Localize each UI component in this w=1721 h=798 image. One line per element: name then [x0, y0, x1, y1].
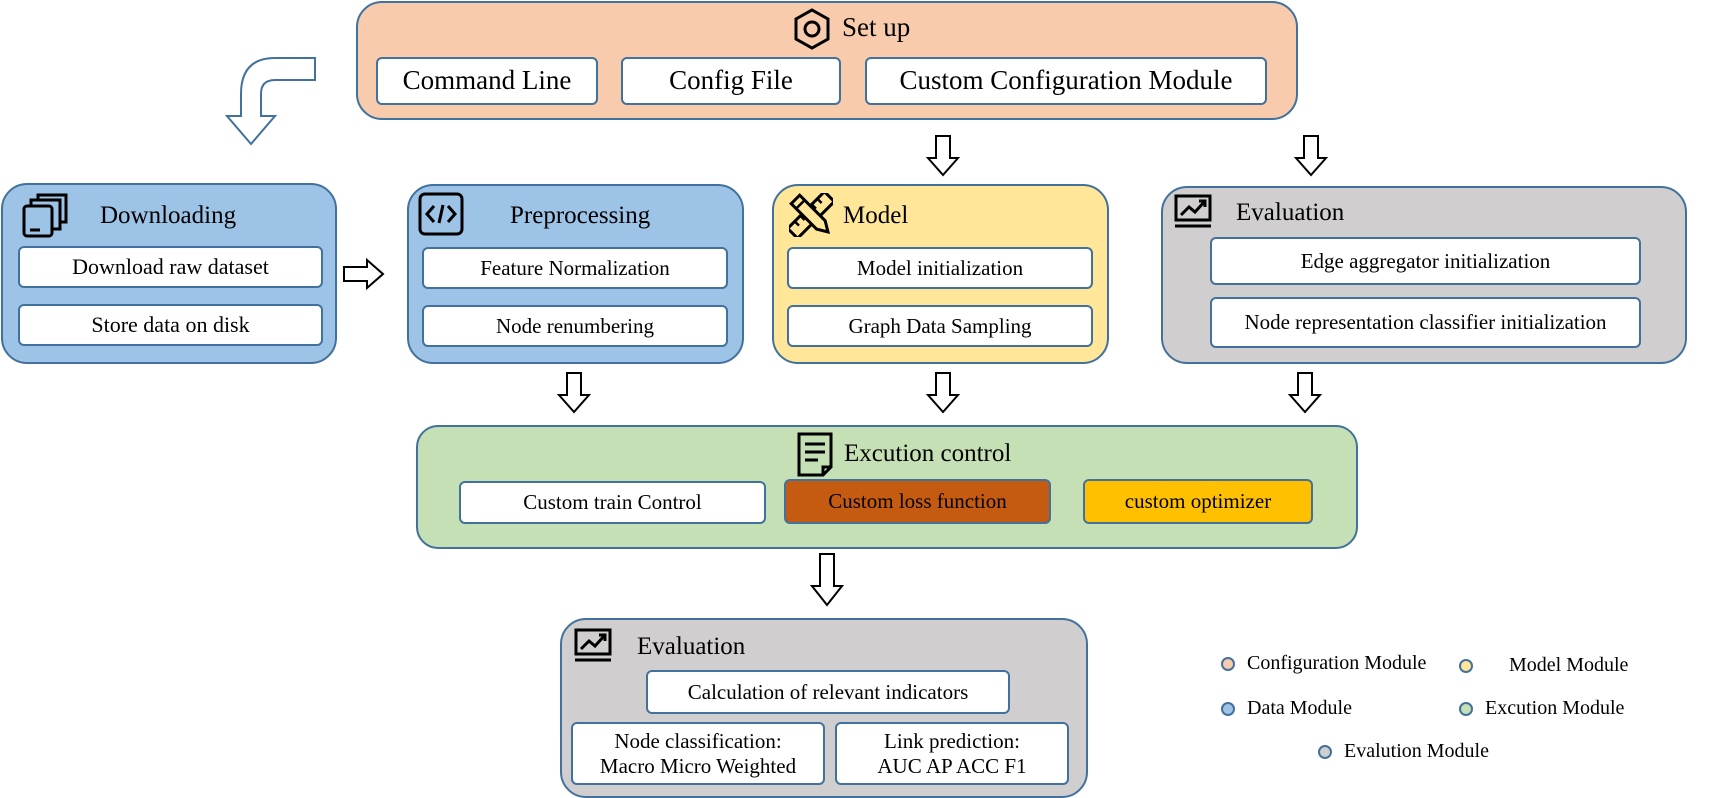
legend-dot-configuration	[1221, 656, 1235, 671]
legend-label-configuration: Configuration Module	[1247, 652, 1427, 674]
legend-evaluation: Evalution Module	[1318, 740, 1489, 763]
relevant-indicators-box: Calculation of relevant indicators	[646, 670, 1010, 714]
hexagon-nut-icon	[792, 7, 832, 56]
custom-configuration-module-box: Custom Configuration Module	[865, 57, 1267, 105]
downloading-title: Downloading	[100, 202, 237, 229]
link-prediction-label: Link prediction:	[884, 729, 1020, 754]
legend-dot-model	[1459, 658, 1473, 673]
node-classification-box: Node classification: Macro Micro Weighte…	[571, 722, 825, 785]
legend-execution: Excution Module	[1459, 697, 1624, 720]
preprocessing-title: Preprocessing	[510, 202, 651, 229]
custom-loss-function-box: Custom loss function	[784, 479, 1051, 524]
node-renumbering-box: Node renumbering	[422, 305, 728, 347]
chart-trend-icon	[1174, 194, 1212, 235]
legend-dot-execution	[1459, 701, 1473, 716]
legend-dot-data	[1221, 701, 1235, 716]
node-representation-classifier-box: Node representation classifier initializ…	[1210, 297, 1641, 348]
down-arrow-icon	[809, 553, 845, 612]
model-title: Model	[843, 202, 909, 229]
custom-optimizer-box: custom optimizer	[1083, 479, 1313, 524]
command-line-box: Command Line	[376, 57, 598, 105]
pencil-ruler-icon	[786, 190, 836, 242]
legend-label-evaluation: Evalution Module	[1344, 740, 1489, 762]
execution-title: Excution control	[844, 440, 1012, 467]
down-arrow-icon	[925, 135, 961, 182]
link-prediction-metrics: AUC AP ACC F1	[877, 753, 1027, 778]
legend-label-execution: Excution Module	[1485, 697, 1625, 719]
curved-down-arrow-icon	[224, 56, 320, 151]
edge-aggregator-initialization-box: Edge aggregator initialization	[1210, 237, 1641, 285]
store-data-on-disk-box: Store data on disk	[18, 304, 323, 346]
node-classification-metrics: Macro Micro Weighted	[599, 753, 797, 778]
down-arrow-icon	[925, 372, 961, 419]
custom-train-control-box: Custom train Control	[459, 481, 766, 524]
legend-model: Model Module	[1459, 654, 1628, 677]
setup-title: Set up	[842, 12, 911, 42]
config-file-box: Config File	[621, 57, 841, 105]
document-icon	[796, 431, 834, 482]
legend-label-model: Model Module	[1509, 654, 1629, 676]
node-classification-label: Node classification:	[614, 729, 782, 754]
link-prediction-box: Link prediction: AUC AP ACC F1	[835, 722, 1069, 785]
code-icon	[418, 192, 464, 241]
download-raw-dataset-box: Download raw dataset	[18, 246, 323, 288]
chart-trend-icon	[574, 628, 612, 669]
right-arrow-icon	[343, 257, 385, 295]
legend-label-data: Data Module	[1247, 697, 1352, 719]
down-arrow-icon	[556, 372, 592, 419]
legend-data: Data Module	[1221, 697, 1352, 720]
down-arrow-icon	[1287, 372, 1323, 419]
down-arrow-icon	[1293, 135, 1329, 182]
stacked-windows-icon	[22, 192, 68, 243]
evaluation-bottom-title: Evaluation	[637, 633, 746, 660]
model-initialization-box: Model initialization	[787, 247, 1093, 289]
legend-configuration: Configuration Module	[1221, 652, 1426, 675]
graph-data-sampling-box: Graph Data Sampling	[787, 305, 1093, 347]
feature-normalization-box: Feature Normalization	[422, 247, 728, 289]
evaluation-top-title: Evaluation	[1236, 199, 1345, 226]
legend-dot-evaluation	[1318, 744, 1332, 759]
